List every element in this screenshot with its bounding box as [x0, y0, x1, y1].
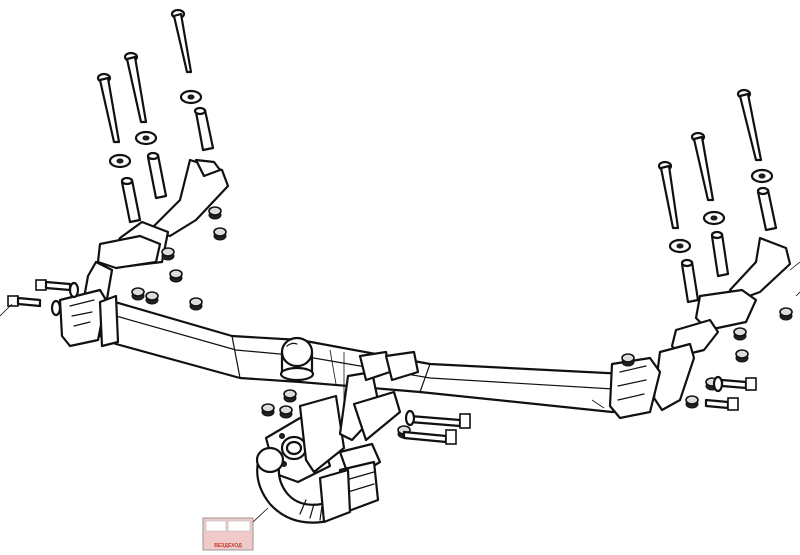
- nut: [161, 247, 175, 261]
- flat-washer: [68, 281, 80, 299]
- nut: [279, 405, 293, 419]
- spacer-tube: [146, 151, 168, 200]
- identification-plate: ВЕЗДЕХОД: [202, 507, 269, 551]
- nut: [621, 353, 635, 367]
- short-bolt: [704, 397, 739, 411]
- spacer-tube: [680, 258, 700, 304]
- spacer-tube: [710, 230, 730, 278]
- long-bolt: [170, 8, 193, 74]
- long-bolt: [657, 160, 680, 230]
- spacer-tube: [193, 106, 215, 152]
- flat-washer: [668, 238, 692, 254]
- flat-washer: [702, 210, 726, 226]
- tow-ball: [279, 336, 315, 382]
- leader-lines: [0, 261, 800, 409]
- nut: [213, 227, 227, 241]
- swan-neck-arm: [255, 446, 352, 524]
- spacer-tube: [756, 186, 778, 232]
- nut: [169, 269, 183, 283]
- flat-washer: [179, 89, 203, 105]
- nut: [733, 327, 747, 341]
- left-side-bracket: [58, 158, 230, 348]
- short-bolt: [7, 295, 42, 308]
- short-bolt: [408, 413, 471, 429]
- nut: [735, 349, 749, 363]
- flat-washer: [108, 153, 132, 169]
- right-hardware: [621, 307, 793, 411]
- nut: [131, 287, 145, 301]
- nut: [779, 307, 793, 321]
- left-hardware: [7, 206, 227, 317]
- right-side-bracket: [608, 236, 792, 420]
- nut: [145, 291, 159, 305]
- spacer-tube: [120, 176, 142, 224]
- nut: [208, 206, 222, 220]
- right-bolt-stack: [657, 88, 778, 304]
- nut: [189, 297, 203, 311]
- flat-washer: [50, 299, 62, 317]
- short-bolt: [35, 279, 72, 292]
- flat-washer: [404, 409, 416, 427]
- long-bolt: [123, 51, 148, 124]
- short-bolt: [720, 377, 757, 391]
- long-bolt: [736, 88, 763, 162]
- flat-washer: [750, 168, 774, 184]
- flat-washer: [712, 375, 724, 393]
- plate-brand-text: ВЕЗДЕХОД: [214, 543, 242, 549]
- flat-washer: [134, 130, 158, 146]
- short-bolt: [402, 429, 457, 445]
- nut: [685, 395, 699, 409]
- left-bolt-stack: [96, 8, 215, 224]
- centre-hardware: [261, 389, 471, 445]
- nut: [261, 403, 275, 417]
- long-bolt: [96, 72, 121, 144]
- long-bolt: [690, 131, 715, 202]
- nut: [283, 389, 297, 403]
